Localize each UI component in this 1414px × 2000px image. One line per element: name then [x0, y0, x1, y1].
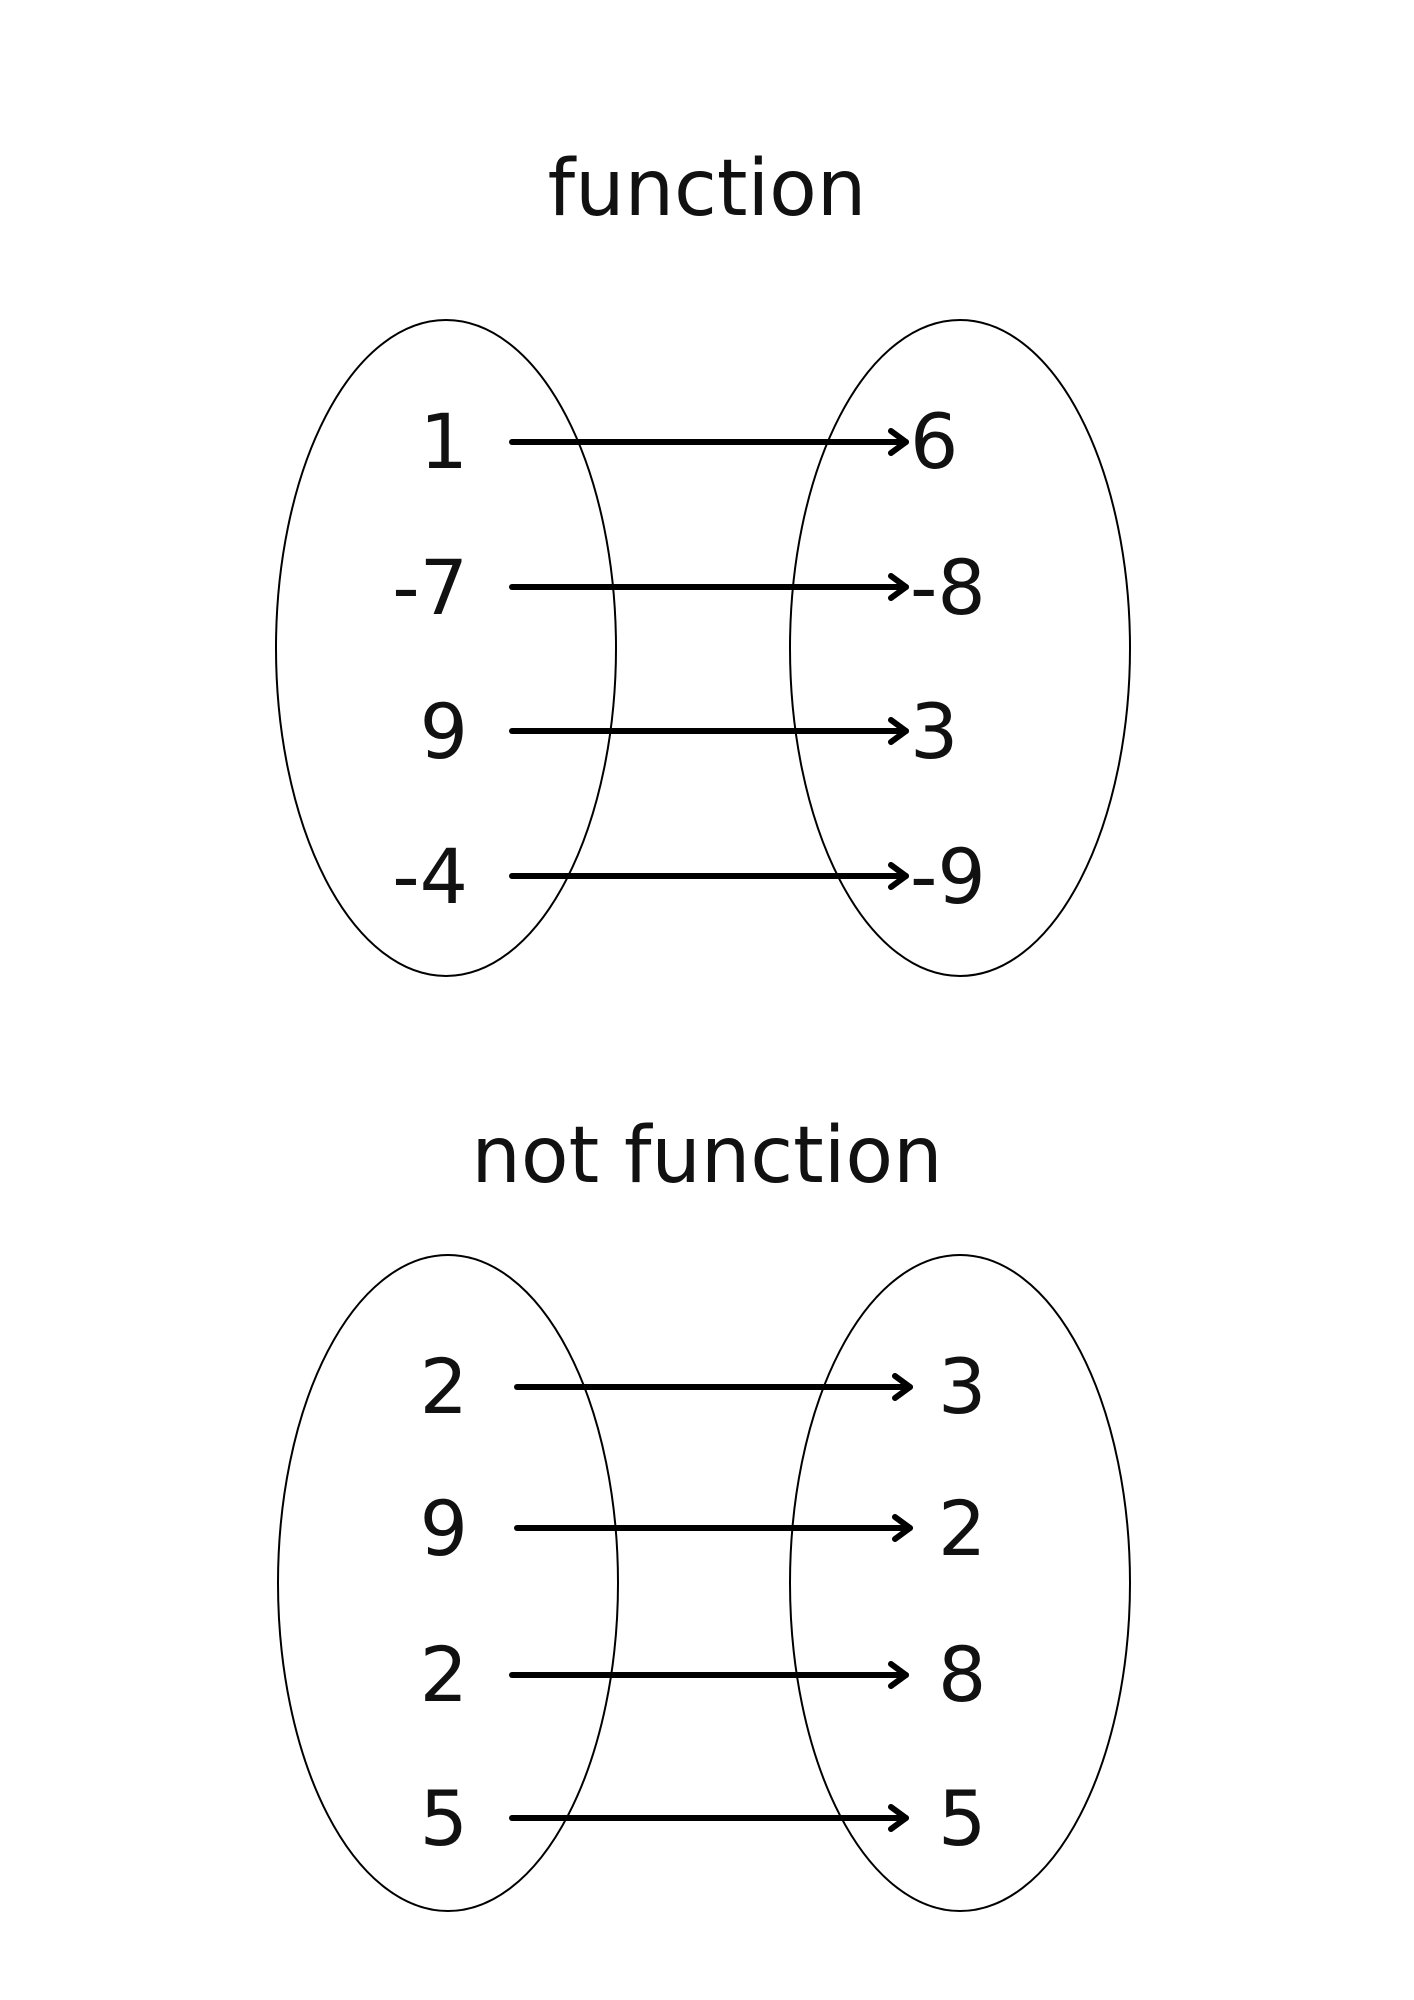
mapping-arrow	[514, 1514, 913, 1542]
mapping-title: not function	[471, 1111, 942, 1201]
domain-value: 2	[420, 1342, 468, 1431]
domain-value: 5	[420, 1774, 468, 1863]
domain-value: 9	[420, 687, 468, 776]
mapping-arrow	[509, 1661, 909, 1689]
mapping-arrow	[514, 1373, 913, 1401]
range-value: 3	[938, 1342, 986, 1431]
domain-oval	[275, 319, 617, 977]
range-value: -9	[910, 832, 986, 921]
range-oval	[789, 1254, 1131, 1912]
mapping-arrow	[509, 717, 909, 745]
range-value: 2	[938, 1484, 986, 1573]
domain-value: -7	[392, 543, 468, 632]
mapping-arrow	[509, 862, 909, 890]
mapping-not-function: not function 2 9 2 5 3 2 8 5	[277, 1111, 1131, 1912]
mapping-arrow	[509, 1804, 909, 1832]
domain-value: 2	[420, 1630, 468, 1719]
domain-value: -4	[392, 832, 468, 921]
mapping-title: function	[548, 144, 867, 234]
range-value: -8	[910, 543, 986, 632]
domain-value: 1	[420, 397, 468, 486]
range-value: 3	[910, 687, 958, 776]
range-oval	[789, 319, 1131, 977]
domain-oval	[277, 1254, 619, 1912]
mapping-function: function 1 -7 9 -4 6 -8 3 -9	[275, 144, 1131, 977]
range-value: 6	[910, 397, 958, 486]
domain-value: 9	[420, 1484, 468, 1573]
range-value: 8	[938, 1630, 986, 1719]
mapping-arrow	[509, 428, 909, 456]
mapping-arrow	[509, 573, 909, 601]
range-value: 5	[938, 1774, 986, 1863]
